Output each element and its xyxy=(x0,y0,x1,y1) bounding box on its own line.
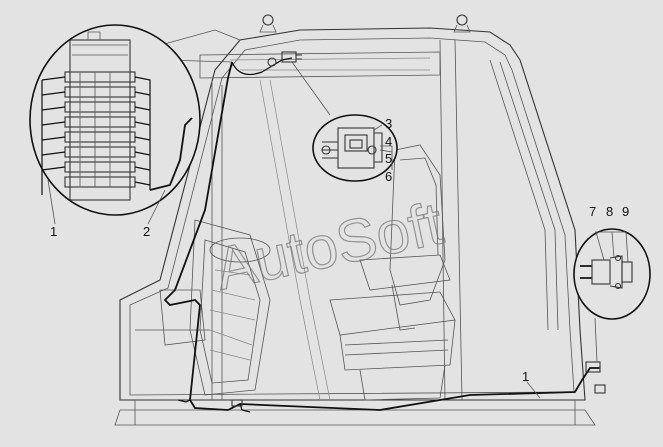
callout-7: 7 xyxy=(589,204,596,219)
callout-2: 2 xyxy=(143,224,150,239)
callout-lines-3-6 xyxy=(373,124,393,170)
top-connector xyxy=(267,51,302,67)
connector-inset xyxy=(573,228,651,363)
relay-inset xyxy=(312,114,398,182)
sensor-inset-leader xyxy=(291,61,331,116)
callout-1-lower: 1 xyxy=(522,369,529,384)
callout-labels: 1 2 3 4 5 6 7 8 9 1 xyxy=(47,116,629,399)
callout-3: 3 xyxy=(385,116,392,131)
callout-6: 6 xyxy=(385,169,392,184)
callout-4: 4 xyxy=(385,134,392,149)
callout-1: 1 xyxy=(50,224,57,239)
callout-9: 9 xyxy=(622,204,629,219)
callout-8: 8 xyxy=(606,204,613,219)
callout-5: 5 xyxy=(385,151,392,166)
fuse-block-inset xyxy=(29,24,201,216)
cable-harness-1 xyxy=(163,57,606,413)
watermark: AutoSoft xyxy=(209,189,448,302)
operator-seat xyxy=(329,144,456,401)
steering-console xyxy=(159,219,271,396)
